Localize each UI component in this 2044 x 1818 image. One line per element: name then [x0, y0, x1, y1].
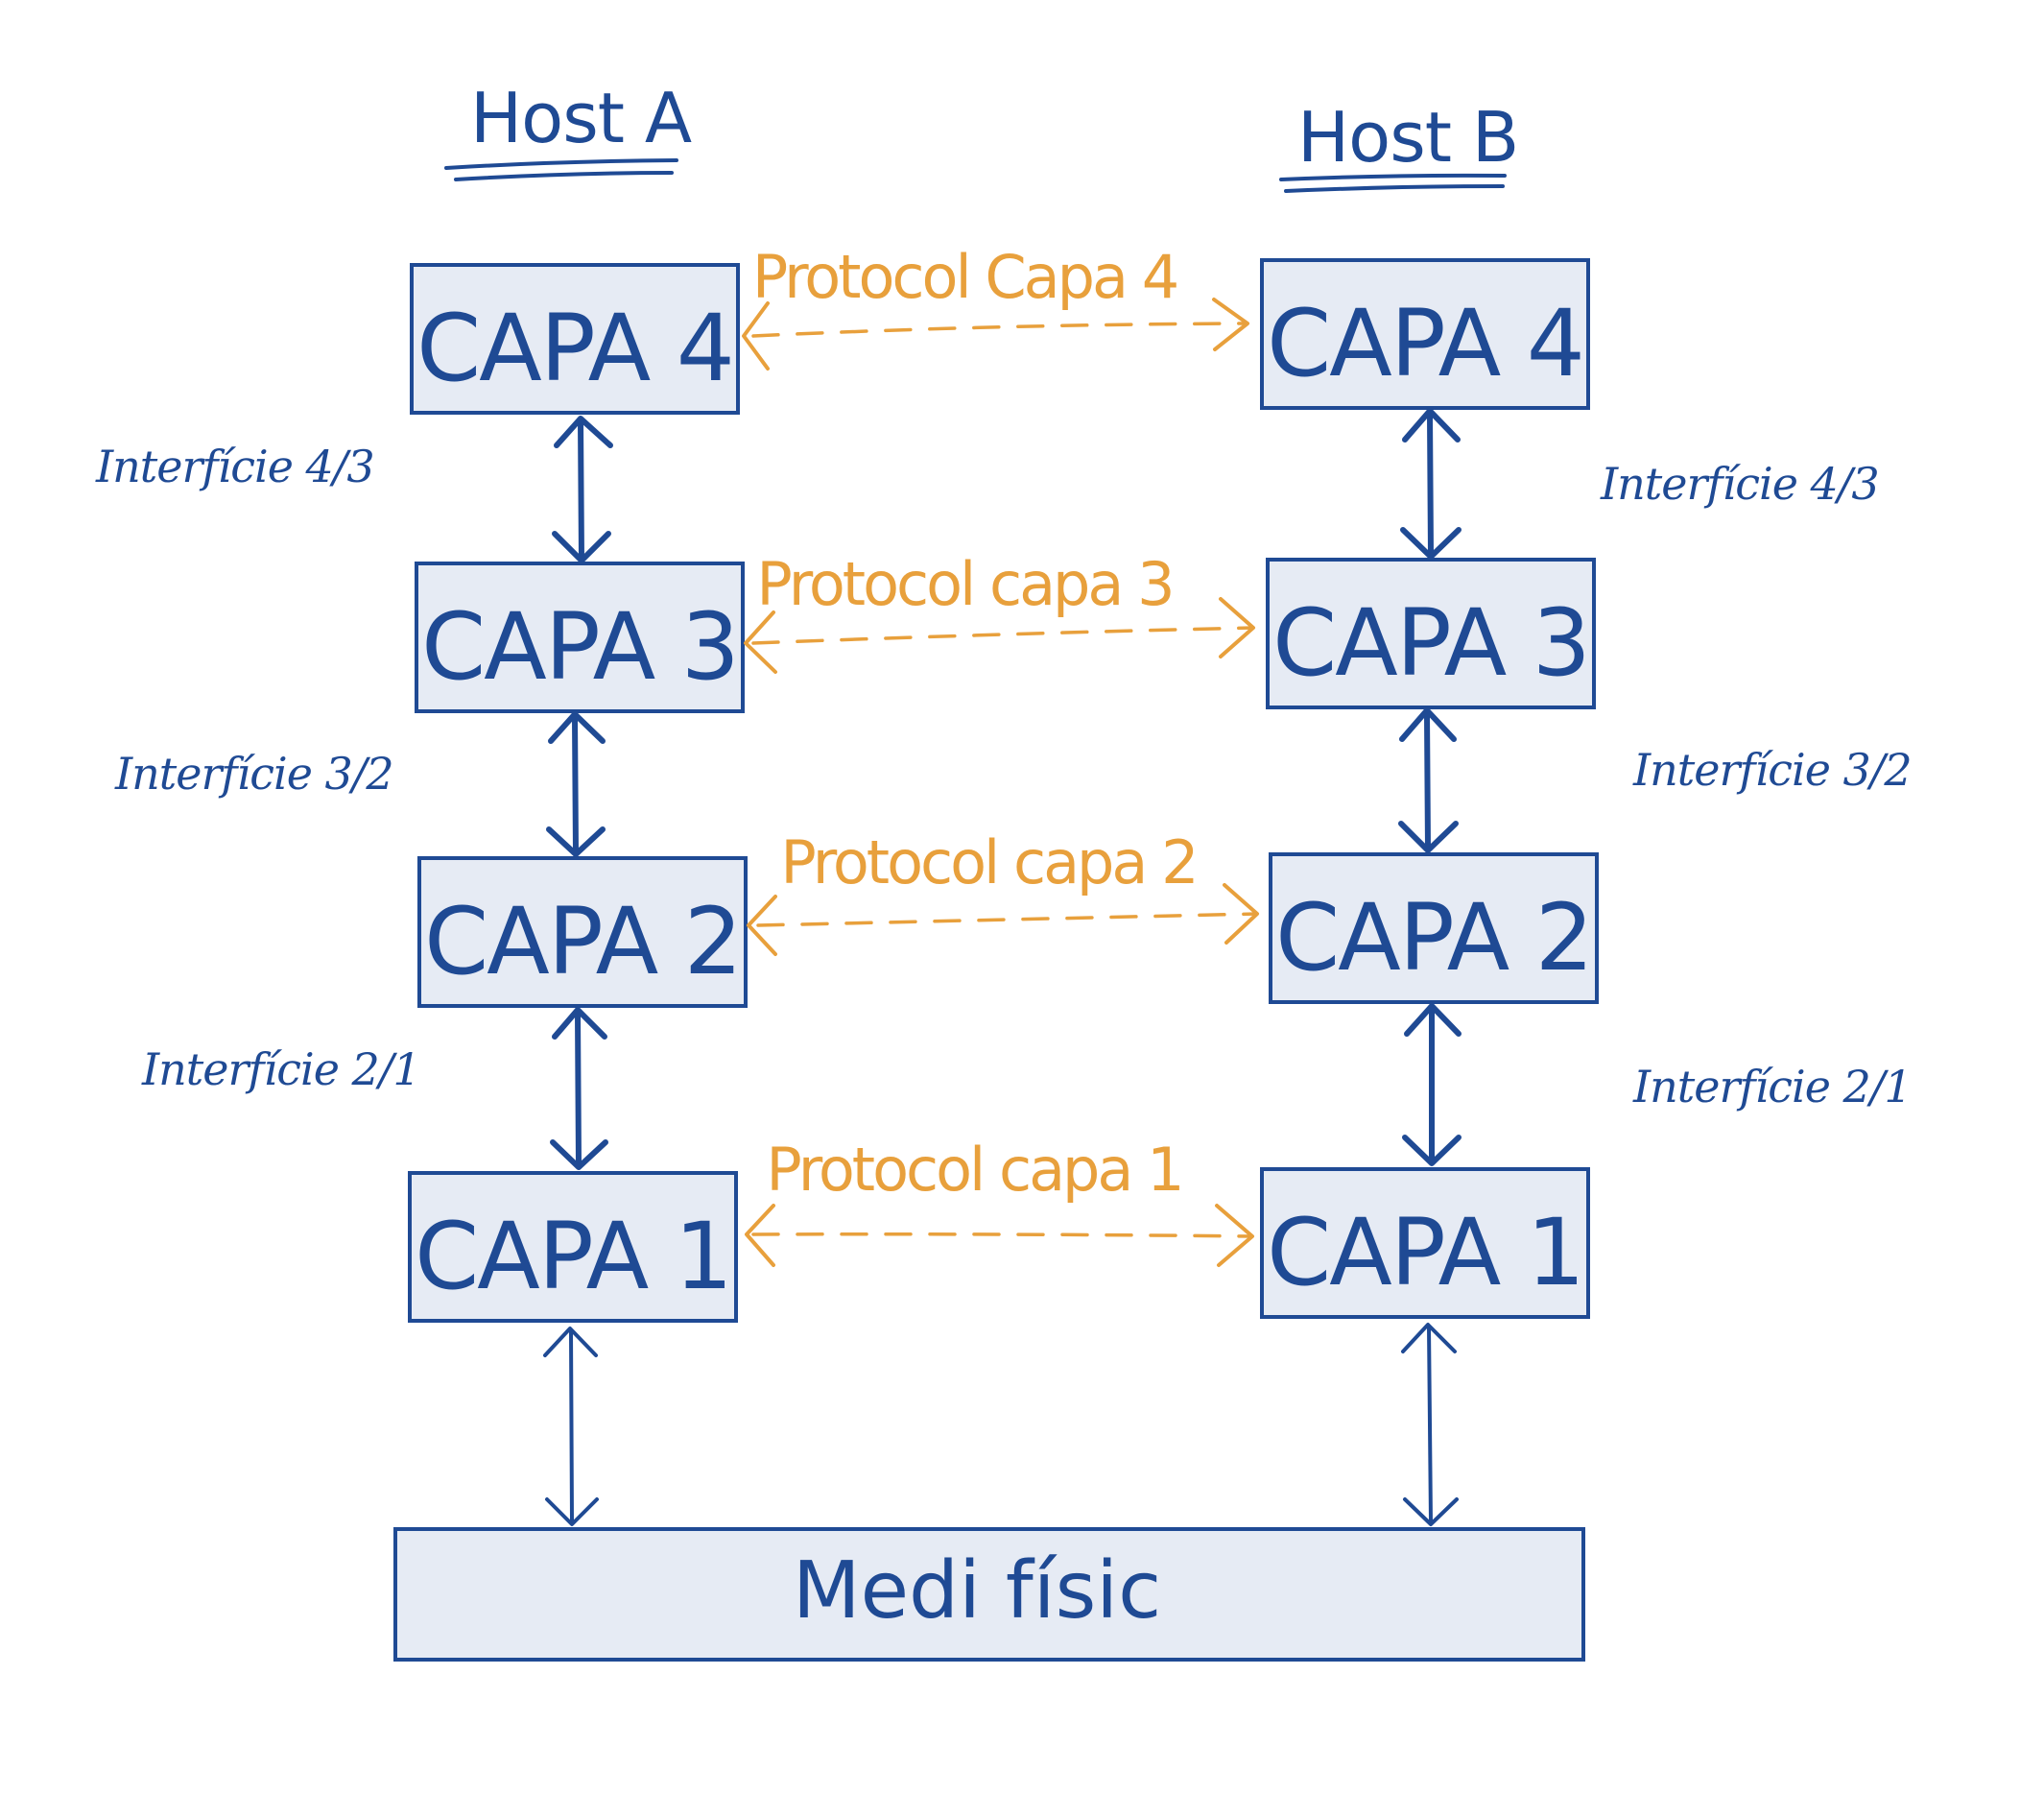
host-a-underline [444, 158, 678, 170]
host-a-stack: CAPA 4 CAPA 3 CAPA 2 CAPA 1 [408, 263, 748, 1323]
host-a-layer-4-label: CAPA 4 [416, 295, 733, 402]
host-b-layer-2-label: CAPA 2 [1275, 884, 1592, 992]
host-a-physical-arrow [543, 1327, 599, 1526]
host-b-layer-3-label: CAPA 3 [1272, 589, 1589, 697]
host-a-layer-3-label: CAPA 3 [421, 593, 738, 701]
host-b-stack: CAPA 4 CAPA 3 CAPA 2 CAPA 1 [1260, 258, 1599, 1319]
host-b-interface-4-3-label: Interfície 4/3 [1600, 458, 1879, 510]
host-b-interface-2-1-label: Interfície 2/1 [1632, 1061, 1912, 1112]
host-a-interface-3-2-arrow [546, 711, 606, 857]
host-a-interface-4-3-label: Interfície 4/3 [95, 441, 374, 492]
protocol-capa-4-label: Protocol Capa 4 [752, 242, 1176, 312]
host-b-header: Host B [1279, 97, 1519, 193]
protocol-capa-1-label: Protocol capa 1 [766, 1135, 1181, 1205]
host-b-layer-4: CAPA 4 [1260, 258, 1590, 410]
protocol-arrows: Protocol Capa 4 Protocol capa 3 Protocol… [742, 242, 1259, 1267]
host-a-layer-1: CAPA 1 [408, 1171, 738, 1323]
host-b-interface-3-2-arrow [1398, 707, 1459, 853]
host-a-title: Host A [470, 78, 692, 158]
host-a-header: Host A [444, 78, 693, 181]
host-b-underline [1279, 173, 1507, 181]
protocol-capa-2-label: Protocol capa 2 [780, 827, 1196, 897]
host-a-interface-3-2-label: Interfície 3/2 [114, 748, 393, 800]
physical-medium: Medi físic [393, 1527, 1585, 1662]
physical-medium-label: Medi físic [793, 1545, 1161, 1637]
host-b-layer-1: CAPA 1 [1260, 1167, 1590, 1319]
protocol-capa-4-arrow: Protocol Capa 4 [742, 242, 1249, 371]
protocol-capa-3-arrow: Protocol capa 3 [744, 549, 1255, 674]
host-b-layer-1-label: CAPA 1 [1267, 1199, 1583, 1306]
host-b-layer-2: CAPA 2 [1269, 852, 1599, 1004]
host-a-interface-2-1-arrow [550, 1007, 608, 1170]
interface-labels: Interfície 4/3 Interfície 3/2 Interfície… [95, 441, 1913, 1112]
host-a-layer-2: CAPA 2 [417, 856, 748, 1008]
host-a-underline-2 [454, 171, 674, 181]
host-a-layer-1-label: CAPA 1 [415, 1203, 731, 1310]
host-a-interface-arrows [543, 416, 613, 1526]
host-a-layer-3: CAPA 3 [415, 562, 745, 713]
host-a-layer-4: CAPA 4 [410, 263, 740, 415]
protocol-capa-2-arrow: Protocol capa 2 [747, 827, 1259, 956]
host-b-interface-arrows [1398, 408, 1462, 1526]
host-b-interface-3-2-label: Interfície 3/2 [1632, 744, 1912, 796]
host-a-interface-4-3-arrow [552, 416, 613, 563]
host-a-interface-2-1-label: Interfície 2/1 [141, 1043, 420, 1095]
host-b-interface-2-1-arrow [1402, 1003, 1462, 1166]
host-b-physical-arrow [1401, 1323, 1459, 1526]
host-b-interface-4-3-arrow [1400, 408, 1462, 560]
protocol-capa-1-arrow: Protocol capa 1 [745, 1135, 1254, 1267]
host-b-underline-2 [1284, 184, 1505, 193]
host-b-layer-3: CAPA 3 [1266, 558, 1596, 709]
host-b-title: Host B [1297, 97, 1518, 178]
host-a-layer-2-label: CAPA 2 [424, 888, 741, 995]
protocol-capa-3-label: Protocol capa 3 [756, 549, 1172, 619]
host-b-layer-4-label: CAPA 4 [1267, 290, 1583, 397]
